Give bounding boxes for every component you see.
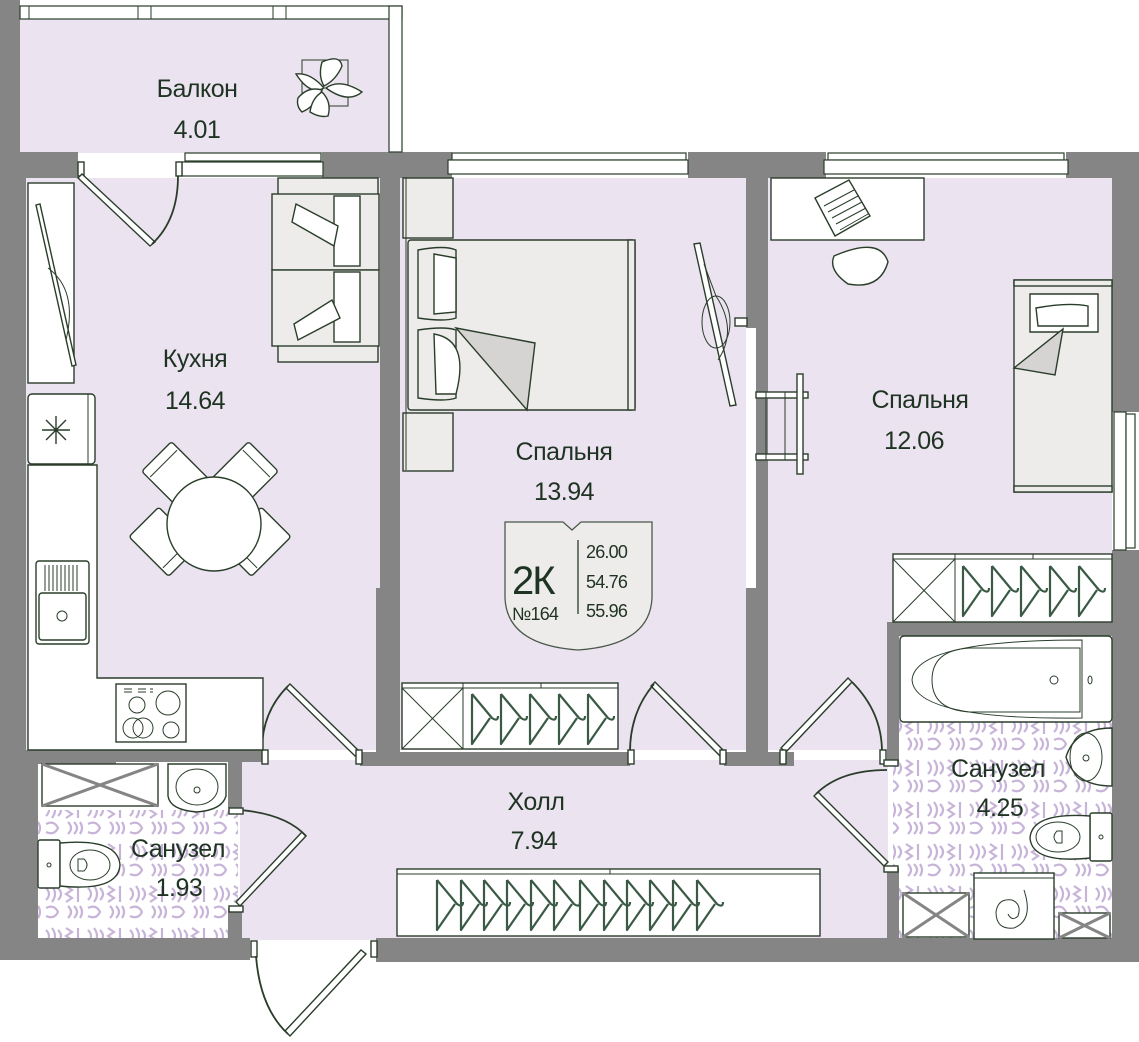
kitchen-window — [181, 161, 324, 177]
room-area-kitchen: 14.64 — [165, 387, 226, 415]
bedroom-main-window — [447, 159, 689, 175]
cabinet-x-icon — [1058, 911, 1111, 940]
apartment-type: 2К — [512, 559, 556, 603]
stove-icon — [115, 683, 187, 743]
nightstand — [402, 177, 454, 239]
fridge-icon — [27, 393, 96, 465]
bathroom-small-door[interactable] — [228, 807, 307, 913]
room-area-bedroom-main: 13.94 — [534, 478, 595, 506]
tv-icon — [693, 242, 748, 407]
apartment-number: №164 — [512, 604, 559, 624]
plant-icon — [294, 58, 364, 118]
tv-icon — [35, 203, 77, 367]
bedroom-second-side-window — [1113, 411, 1127, 551]
wardrobe-icon — [401, 682, 619, 750]
single-bed-icon — [1012, 279, 1113, 493]
double-bed-icon — [407, 239, 636, 412]
bathtub-icon — [899, 635, 1113, 723]
kitchen-counter — [27, 464, 264, 751]
chair-icon — [831, 246, 889, 286]
room-area-bathroom-small: 1.93 — [156, 874, 203, 902]
room-area-bathroom-large: 4.25 — [977, 794, 1024, 822]
furniture — [27, 58, 1113, 940]
wardrobe-icon — [892, 553, 1113, 623]
laptop-icon — [814, 179, 871, 237]
nightstand — [402, 412, 454, 472]
hangers — [470, 693, 616, 746]
room-name-bathroom-small: Санузел — [131, 835, 225, 863]
balcony-window-side — [388, 5, 403, 153]
entrance-door[interactable] — [250, 940, 378, 1038]
room-name-hall: Холл — [508, 788, 565, 816]
walls — [0, 0, 1139, 962]
room-area-balcony: 4.01 — [174, 116, 221, 144]
hall-wardrobe-icon — [396, 868, 821, 937]
room-name-bedroom-main: Спальня — [516, 438, 613, 466]
kitchen-door[interactable] — [261, 683, 363, 765]
cabinet-x-icon — [902, 891, 970, 939]
room-name-kitchen: Кухня — [163, 345, 227, 373]
sofa-icon — [271, 177, 380, 363]
area-living: 26.00 — [586, 542, 628, 562]
room-name-balcony: Балкон — [157, 75, 238, 103]
toilet-icon — [37, 839, 121, 889]
bathroom-large-door[interactable] — [813, 759, 899, 873]
area-total: 54.76 — [586, 572, 628, 592]
sink-icon — [167, 763, 227, 813]
apartment-badge: 2К №164 26.00 54.76 55.96 — [504, 521, 653, 651]
bedroom-second-door[interactable] — [779, 676, 887, 765]
dining-table-icon — [129, 442, 291, 576]
sink-icon — [35, 560, 90, 645]
balcony-door[interactable] — [76, 161, 183, 247]
windows — [19, 5, 1136, 551]
bedroom-second-window — [823, 159, 1069, 175]
toilet-icon — [1029, 812, 1113, 862]
bedroom-main-door[interactable] — [627, 681, 727, 765]
room-name-bedroom-second: Спальня — [872, 386, 969, 414]
room-name-bathroom-large: Санузел — [951, 755, 1045, 783]
ladder-icon — [755, 373, 809, 475]
room-area-bedroom-second: 12.06 — [884, 427, 944, 455]
boiler-icon — [973, 872, 1055, 940]
area-total-with-balcony: 55.96 — [586, 601, 628, 621]
doors[interactable] — [76, 161, 899, 1038]
room-area-hall: 7.94 — [511, 827, 558, 855]
tv-cabinet — [27, 182, 75, 384]
washer-box-icon — [41, 762, 159, 808]
balcony-window-top — [19, 5, 403, 20]
room-labels: Балкон 4.01 Кухня 14.64 Спальня 13.94 Сп… — [131, 75, 1045, 902]
sink-icon — [1065, 727, 1113, 787]
